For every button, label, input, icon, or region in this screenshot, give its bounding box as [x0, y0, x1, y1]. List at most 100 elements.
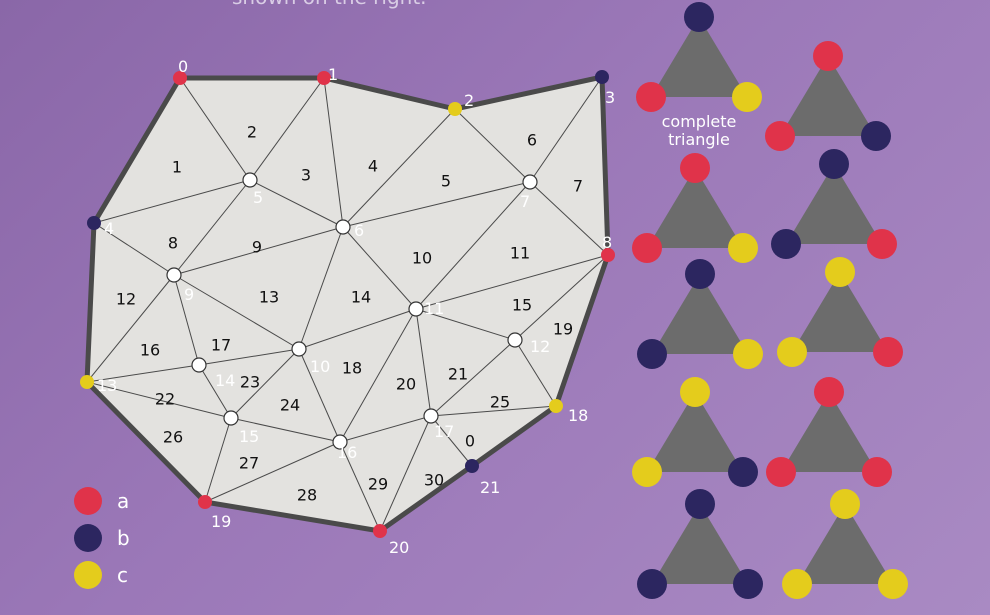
face-label-25: 25	[490, 393, 510, 412]
vertex-2	[448, 102, 462, 116]
triangulation-vertices	[80, 70, 615, 538]
vertex-9	[166, 267, 182, 283]
edge-3-7	[529, 76, 603, 183]
vertex-8	[601, 248, 615, 262]
color-legend: abc	[74, 487, 130, 589]
edge-10-11	[298, 308, 417, 350]
edge-11-17	[415, 308, 432, 417]
vertex-label-12: 12	[530, 337, 550, 356]
edge-4-5	[93, 179, 251, 224]
vertex-label-14: 14	[215, 371, 235, 390]
edge-0-5	[179, 77, 251, 181]
triangulated-polygon-fill	[87, 77, 608, 531]
edge-6-9	[173, 226, 344, 276]
sample-triangle-7	[632, 377, 758, 487]
vertex-label-1: 1	[328, 65, 338, 84]
edge-16-17	[339, 415, 432, 443]
sample-vertex-a	[862, 457, 892, 487]
vertex-label-17: 17	[434, 422, 454, 441]
face-label-4: 4	[368, 157, 378, 176]
face-label-30: 30	[424, 471, 444, 490]
complete-triangle-caption-line: complete	[662, 112, 737, 131]
vertex-label-15: 15	[239, 427, 259, 446]
edge-8-12	[514, 254, 609, 341]
edge-4-9	[93, 222, 175, 276]
sample-triangle-6	[777, 257, 903, 367]
edge-2-7	[454, 108, 531, 183]
edge-6-11	[342, 226, 417, 310]
edge-1-6	[323, 77, 344, 228]
sample-vertex-a	[632, 233, 662, 263]
sample-triangle-4	[771, 149, 897, 259]
sample-triangle-body	[792, 272, 888, 352]
vertex-label-7: 7	[520, 192, 530, 211]
sample-vertex-b	[637, 569, 667, 599]
face-label-20: 20	[396, 375, 416, 394]
vertex-6	[335, 219, 351, 235]
sample-vertex-a	[766, 457, 796, 487]
edge-10-16	[298, 348, 341, 443]
face-label-6: 6	[527, 131, 537, 150]
sample-vertex-c	[830, 489, 860, 519]
face-label-22: 22	[155, 390, 175, 409]
vertex-18	[549, 399, 563, 413]
sample-vertex-b	[819, 149, 849, 179]
face-label-5: 5	[441, 172, 451, 191]
vertex-1	[317, 71, 331, 85]
face-label-21: 21	[448, 365, 468, 384]
edge-16-19	[204, 441, 341, 503]
legend-label-a: a	[117, 489, 129, 513]
sample-vertex-c	[632, 457, 662, 487]
vertex-label-13: 13	[97, 376, 117, 395]
edge-9-10	[173, 274, 300, 350]
sample-triangle-10	[782, 489, 908, 599]
legend-dot-c	[74, 561, 102, 589]
sample-triangle-body	[780, 56, 876, 136]
edge-10-15	[230, 348, 300, 419]
edge-15-19	[204, 417, 232, 503]
sample-vertex-c	[782, 569, 812, 599]
complete-triangle-caption-line: triangle	[668, 130, 730, 149]
vertex-label-10: 10	[310, 357, 330, 376]
face-label-10: 10	[412, 249, 432, 268]
sample-vertex-c	[733, 339, 763, 369]
vertex-label-5: 5	[253, 188, 263, 207]
vertex-10	[291, 341, 307, 357]
vertex-4	[87, 216, 101, 230]
vertex-13	[80, 375, 94, 389]
vertex-0	[173, 71, 187, 85]
vertex-14	[191, 357, 207, 373]
sample-triangle-body	[786, 164, 882, 244]
vertex-label-20: 20	[389, 538, 409, 557]
edge-1-5	[249, 77, 325, 181]
face-label-7: 7	[573, 177, 583, 196]
sample-vertex-c	[728, 233, 758, 263]
sample-triangle-2	[765, 41, 891, 151]
edge-7-11	[415, 181, 531, 310]
top-caption-text: shown on the right.	[232, 0, 427, 9]
sample-vertex-b	[685, 259, 715, 289]
sample-vertex-b	[861, 121, 891, 151]
edge-9-13	[86, 274, 175, 383]
edge-2-6	[342, 108, 456, 228]
sample-triangle-body	[651, 17, 747, 97]
sample-vertex-c	[777, 337, 807, 367]
vertex-label-0: 0	[178, 57, 188, 76]
vertex-label-4: 4	[104, 219, 114, 238]
sample-vertex-a	[765, 121, 795, 151]
vertex-label-3: 3	[605, 88, 615, 107]
vertex-21	[465, 459, 479, 473]
sample-vertex-b	[684, 2, 714, 32]
vertex-11	[408, 301, 424, 317]
face-label-29: 29	[368, 475, 388, 494]
vertex-label-19: 19	[211, 512, 231, 531]
edge-6-7	[342, 181, 531, 228]
legend-dot-b	[74, 524, 102, 552]
vertex-19	[198, 495, 212, 509]
vertex-label-16: 16	[337, 443, 357, 462]
face-label-13: 13	[259, 288, 279, 307]
sample-vertex-a	[680, 153, 710, 183]
sample-triangle-5	[637, 259, 763, 369]
